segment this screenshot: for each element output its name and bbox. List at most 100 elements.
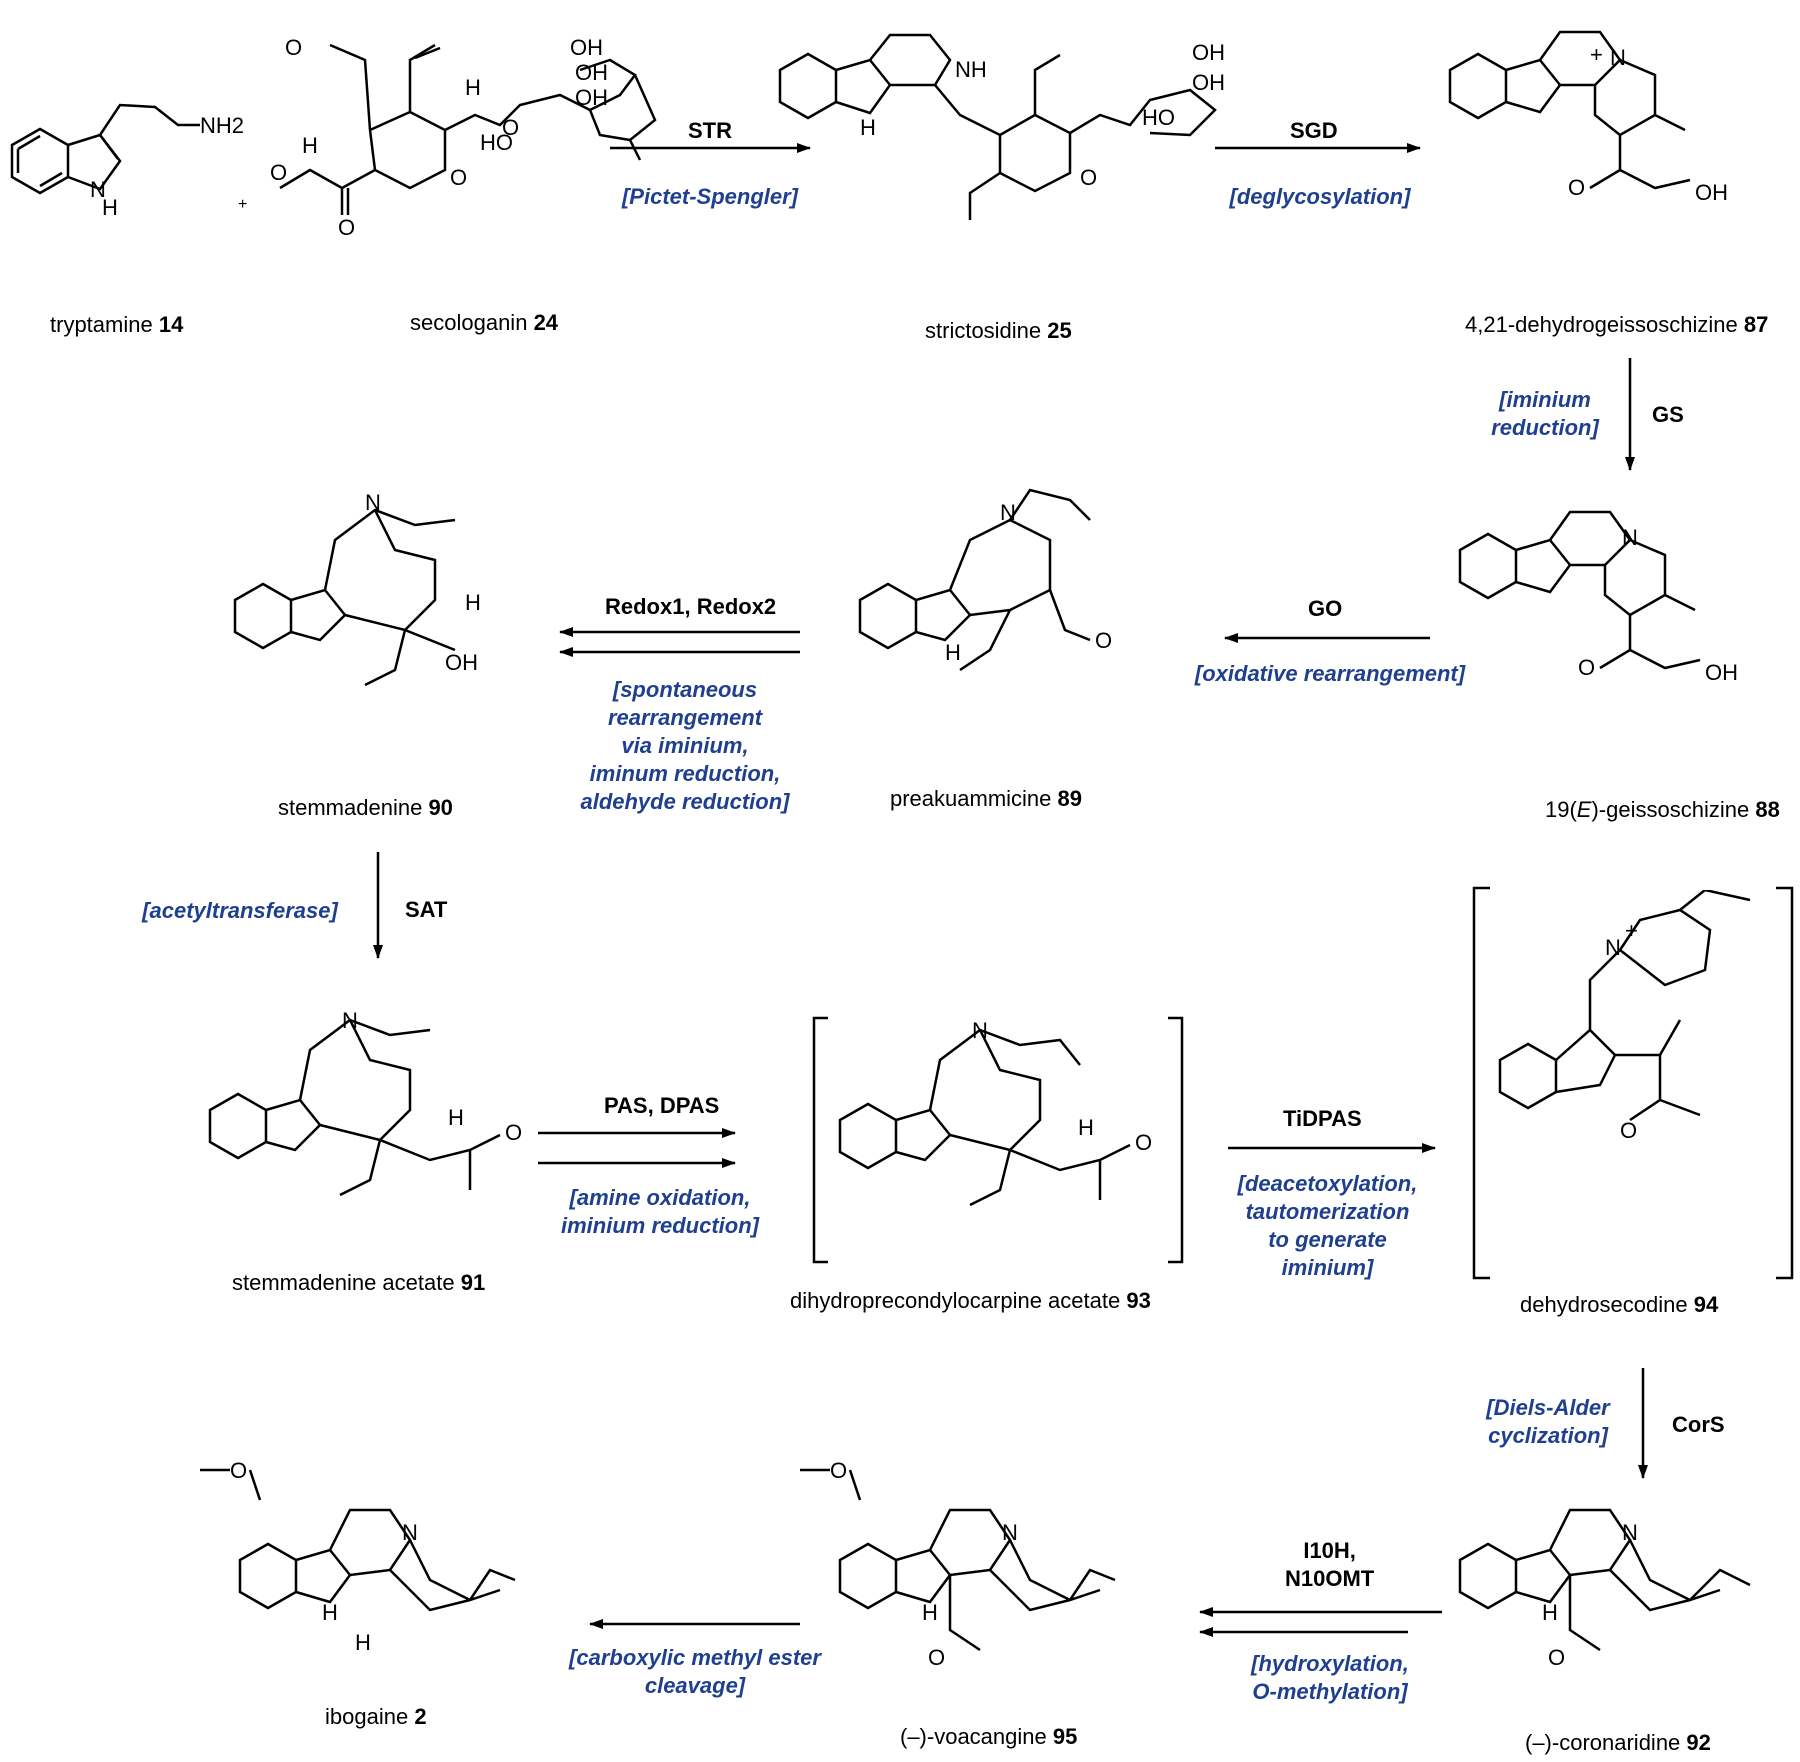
structure-dehydrosecodine-94: N + O <box>1498 890 1751 1143</box>
svg-text:OH: OH <box>1705 660 1738 685</box>
enzyme-cors: CorS <box>1672 1412 1725 1437</box>
label-geissoschizine-88: 19(E)-geissoschizine 88 <box>1545 797 1780 822</box>
reaction-go: [oxidative rearrangement] <box>1194 661 1466 686</box>
svg-text:O: O <box>1620 1118 1637 1143</box>
plus-sign: + <box>238 196 248 213</box>
label-strictosidine-25: strictosidine 25 <box>925 318 1072 343</box>
bracket-94-right <box>1776 886 1794 1280</box>
svg-text:N: N <box>90 177 106 202</box>
svg-text:N: N <box>342 1010 358 1033</box>
svg-text:O: O <box>502 115 519 140</box>
svg-text:OH: OH <box>1192 70 1225 95</box>
svg-text:O: O <box>505 1120 522 1145</box>
svg-text:+: + <box>1590 42 1603 67</box>
bracket-93-left <box>812 1016 828 1264</box>
enzyme-tidpas: TiDPAS <box>1283 1106 1362 1131</box>
svg-text:N: N <box>402 1520 418 1545</box>
structure-geissoschizine-88: N OH O <box>1458 510 1738 685</box>
reaction-sat: [acetyltransferase] <box>142 898 338 923</box>
reaction-ester: [carboxylic methyl ester cleavage] <box>569 1645 821 1698</box>
svg-text:OH: OH <box>575 60 608 85</box>
svg-text:H: H <box>465 75 481 100</box>
structure-coronaridine-92: N H O <box>1458 1508 1751 1670</box>
svg-text:NH2: NH2 <box>200 113 244 138</box>
enzyme-str: STR <box>688 118 732 143</box>
svg-text:H: H <box>945 640 961 665</box>
reaction-redox: [spontaneous rearrangement via iminium, … <box>580 677 790 814</box>
svg-text:HO: HO <box>480 130 513 155</box>
enzyme-gs: GS <box>1652 402 1684 427</box>
reaction-cors: [Diels-Alder cyclization] <box>1486 1395 1610 1448</box>
svg-text:H: H <box>922 1600 938 1625</box>
reaction-gs: [iminium reduction] <box>1491 387 1599 440</box>
label-dihydroprecondylocarpine-acetate-93: dihydroprecondylocarpine acetate 93 <box>790 1288 1151 1313</box>
svg-text:O: O <box>1548 1645 1565 1670</box>
svg-text:H: H <box>1078 1115 1094 1140</box>
structure-stemmadenine-90: N OH H <box>233 490 481 687</box>
svg-text:OH: OH <box>575 85 608 110</box>
svg-text:O: O <box>1135 1130 1152 1155</box>
label-tryptamine-14: tryptamine 14 <box>50 312 184 337</box>
svg-text:O: O <box>270 160 287 185</box>
svg-text:O: O <box>1095 628 1112 653</box>
svg-text:OH: OH <box>570 35 603 60</box>
svg-text:N: N <box>1000 500 1016 525</box>
structure-ibogaine-2: O N H H <box>200 1458 516 1655</box>
svg-text:O: O <box>1568 175 1585 200</box>
enzyme-pas: PAS, DPAS <box>604 1093 720 1118</box>
enzyme-redox: Redox1, Redox2 <box>605 594 777 619</box>
svg-text:H: H <box>448 1105 464 1130</box>
svg-text:N: N <box>365 490 381 515</box>
reaction-sgd: [deglycosylation] <box>1229 184 1411 209</box>
svg-text:O: O <box>450 165 467 190</box>
reaction-pas: [amine oxidation, iminium reduction] <box>561 1185 759 1238</box>
svg-text:H: H <box>355 1630 371 1655</box>
svg-text:N: N <box>1610 45 1626 70</box>
label-stemmadenine-90: stemmadenine 90 <box>278 795 453 820</box>
label-coronaridine-92: (–)-coronaridine 92 <box>1525 1730 1711 1755</box>
structure-secologanin-24: O O O O O OH OH OH HO H H <box>270 35 657 240</box>
structure-dehydrogeissoschizine-87: N + OH O <box>1448 30 1728 205</box>
svg-text:O: O <box>1578 655 1595 680</box>
svg-text:O: O <box>285 35 302 60</box>
enzyme-go: GO <box>1308 596 1343 621</box>
label-voacangine-95: (–)-voacangine 95 <box>900 1724 1078 1749</box>
svg-text:N: N <box>1002 1520 1018 1545</box>
structure-voacangine-95: O N H O <box>800 1458 1116 1670</box>
svg-text:H: H <box>465 590 481 615</box>
svg-text:O: O <box>830 1458 847 1483</box>
bracket-93-right <box>1168 1016 1184 1264</box>
svg-text:HO: HO <box>1142 105 1175 130</box>
label-stemmadenine-acetate-91: stemmadenine acetate 91 <box>232 1270 486 1295</box>
structure-strictosidine-25: NH H O OH OH HO <box>778 33 1225 220</box>
svg-text:O: O <box>928 1645 945 1670</box>
reaction-i10h: [hydroxylation, O-methylation] <box>1251 1651 1409 1704</box>
svg-text:O: O <box>1080 165 1097 190</box>
reaction-str: [Pictet-Spengler] <box>621 184 799 209</box>
svg-text:H: H <box>322 1600 338 1625</box>
svg-text:OH: OH <box>1192 40 1225 65</box>
structure-tryptamine-14: NH2 H N <box>10 103 244 220</box>
enzyme-sgd: SGD <box>1290 118 1338 143</box>
svg-text:H: H <box>302 133 318 158</box>
structure-dihydroprecondylocarpine-acetate-93: N O H <box>838 1020 1152 1207</box>
bracket-94-left <box>1472 886 1490 1280</box>
svg-text:H: H <box>102 195 118 220</box>
svg-text:N: N <box>972 1020 988 1043</box>
svg-text:+: + <box>1625 918 1638 943</box>
svg-text:H: H <box>1542 1600 1558 1625</box>
svg-text:N: N <box>1622 525 1638 550</box>
svg-text:OH: OH <box>445 650 478 675</box>
reaction-tidpas: [deacetoxylation, tautomerization to gen… <box>1237 1171 1418 1280</box>
structure-stemmadenine-acetate-91: N O H <box>208 1010 522 1197</box>
label-secologanin-24: secologanin 24 <box>410 310 559 335</box>
label-ibogaine-2: ibogaine 2 <box>325 1704 427 1729</box>
enzyme-sat: SAT <box>405 897 448 922</box>
svg-text:O: O <box>230 1458 247 1483</box>
svg-text:N: N <box>1622 1520 1638 1545</box>
svg-text:NH: NH <box>955 57 987 82</box>
svg-text:O: O <box>338 215 355 240</box>
structure-preakuammicine-89: N H O <box>858 488 1112 672</box>
label-dehydrogeissoschizine-87: 4,21-dehydrogeissoschizine 87 <box>1465 312 1769 337</box>
